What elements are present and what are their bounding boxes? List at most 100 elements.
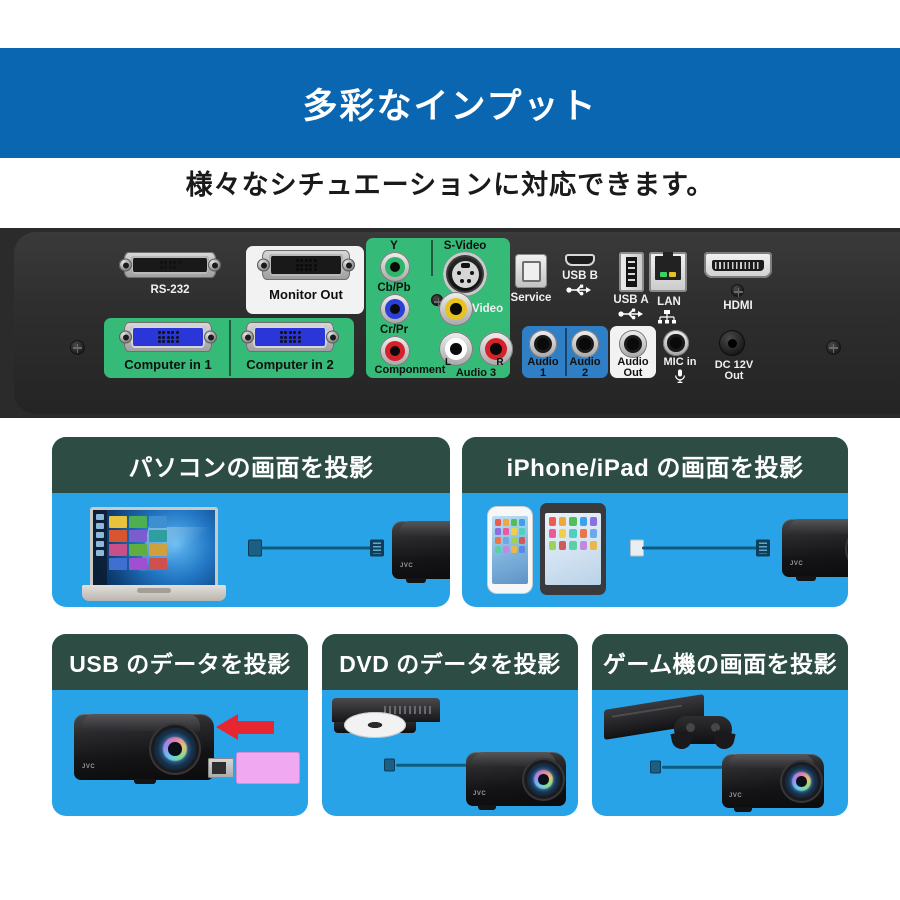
label-usb-a: USB A bbox=[613, 294, 649, 306]
game-controller bbox=[674, 716, 732, 744]
card-iphone-body: JVC bbox=[462, 493, 848, 607]
label-monitor-out: Monitor Out bbox=[269, 287, 343, 302]
card-usb[interactable]: USB のデータを投影 JVC bbox=[52, 634, 308, 816]
panel-face: RS-232 Monitor Out bbox=[14, 232, 900, 414]
screw-ear-icon bbox=[119, 258, 132, 272]
rs232-connector bbox=[119, 252, 221, 278]
audio3-l-jack bbox=[439, 332, 473, 366]
page-title: 多彩なインプット bbox=[302, 86, 598, 126]
audio-2-jack bbox=[571, 330, 599, 358]
card-dvd-body: JVC bbox=[322, 690, 578, 816]
label-audio3-r: R bbox=[496, 357, 504, 368]
card-iphone[interactable]: iPhone/iPad の画面を投影 bbox=[462, 437, 848, 607]
component-y-jack bbox=[380, 252, 410, 282]
dvd-disc bbox=[344, 712, 406, 738]
card-game-header: ゲーム機の画面を投影 bbox=[592, 634, 848, 690]
network-icon bbox=[658, 310, 676, 324]
monitor-out-connector bbox=[257, 250, 355, 280]
dvd-player-illustration bbox=[332, 698, 440, 740]
computer-in-2-connector bbox=[241, 322, 339, 352]
label-component-y: Y bbox=[390, 240, 398, 252]
screw-ear-icon bbox=[119, 330, 132, 344]
card-game-title: ゲーム機の画面を投影 bbox=[602, 651, 838, 677]
panel-screw-hdmi bbox=[731, 284, 744, 297]
label-audio-out-line1: Audio bbox=[617, 356, 649, 368]
computer-in-divider bbox=[229, 320, 231, 376]
usb-a-port bbox=[619, 252, 644, 292]
label-lan: LAN bbox=[657, 296, 681, 308]
card-dvd-header: DVD のデータを投影 bbox=[322, 634, 578, 690]
header-banner: 多彩なインプット bbox=[0, 48, 900, 158]
label-s-video: S-Video bbox=[443, 240, 487, 252]
card-usb-body: JVC bbox=[52, 690, 308, 816]
cable-plug-left bbox=[384, 758, 395, 772]
dc-12v-out-jack bbox=[719, 330, 745, 356]
label-audio3-l: L bbox=[444, 357, 452, 368]
game-console-illustration bbox=[604, 694, 736, 750]
svideo-divider bbox=[431, 240, 433, 276]
audio-in-divider bbox=[565, 328, 567, 376]
label-usb-b: USB B bbox=[562, 270, 598, 282]
card-dvd[interactable]: DVD のデータを投影 JVC bbox=[322, 634, 578, 816]
hdmi-cable bbox=[248, 537, 384, 559]
screw-ear-icon bbox=[326, 330, 339, 344]
computer-in-1-connector bbox=[119, 322, 217, 352]
audio3-r-jack bbox=[479, 332, 513, 366]
connector-panel: RS-232 Monitor Out bbox=[0, 228, 900, 418]
projector-illustration: JVC bbox=[466, 752, 566, 810]
laptop-illustration bbox=[82, 507, 226, 603]
card-pc[interactable]: パソコンの画面を投影 bbox=[52, 437, 450, 607]
lan-port bbox=[649, 252, 687, 292]
label-computer-in-2: Computer in 2 bbox=[246, 357, 334, 372]
label-audio-1-line1: Audio bbox=[527, 356, 559, 368]
label-dc-line1: DC 12V bbox=[714, 359, 754, 371]
usb-flash-drive bbox=[208, 752, 300, 786]
card-iphone-title: iPhone/iPad の画面を投影 bbox=[506, 454, 804, 482]
label-dc-line2: Out bbox=[724, 370, 744, 382]
label-rs232: RS-232 bbox=[150, 284, 190, 296]
label-audio-out-line2: Out bbox=[623, 367, 643, 379]
video-jack bbox=[439, 292, 473, 326]
card-game[interactable]: ゲーム機の画面を投影 JVC bbox=[592, 634, 848, 816]
service-port bbox=[515, 254, 547, 288]
screw-ear-icon bbox=[257, 258, 270, 272]
label-audio-1-line2: 1 bbox=[539, 367, 547, 379]
usb-trident-icon bbox=[566, 284, 591, 296]
component-cr-jack bbox=[380, 336, 410, 366]
card-iphone-header: iPhone/iPad の画面を投影 bbox=[462, 437, 848, 493]
card-pc-title: パソコンの画面を投影 bbox=[128, 454, 374, 482]
cable-plug-left bbox=[248, 539, 262, 557]
card-usb-header: USB のデータを投影 bbox=[52, 634, 308, 690]
page-subtitle: 様々なシチュエーションに対応できます。 bbox=[185, 170, 715, 200]
label-audio-2-line2: 2 bbox=[581, 367, 589, 379]
usb-trident-icon bbox=[618, 308, 643, 320]
label-component: Componment bbox=[374, 364, 446, 376]
panel-screw-right bbox=[826, 340, 841, 355]
screw-ear-icon bbox=[204, 330, 217, 344]
card-game-body: JVC bbox=[592, 690, 848, 816]
mic-in-jack bbox=[663, 330, 689, 356]
projector-illustration: JVC bbox=[722, 754, 824, 812]
label-audio-2-line1: Audio bbox=[569, 356, 601, 368]
label-component-cr: Cr/Pr bbox=[379, 324, 409, 336]
projector-illustration: JVC bbox=[74, 714, 214, 784]
projector-lens bbox=[785, 765, 818, 798]
component-cb-jack bbox=[380, 294, 410, 324]
projector-illustration: JVC bbox=[782, 519, 848, 581]
label-service: Service bbox=[510, 292, 552, 304]
s-video-jack bbox=[443, 252, 487, 296]
panel-screw-left bbox=[70, 340, 85, 355]
label-video: Video bbox=[472, 303, 504, 315]
insert-arrow-icon bbox=[216, 714, 274, 742]
cable-plug-right bbox=[370, 539, 384, 557]
label-computer-in-1: Computer in 1 bbox=[124, 357, 212, 372]
projector-lens bbox=[527, 763, 560, 796]
screw-ear-icon bbox=[241, 330, 254, 344]
screw-ear-icon bbox=[208, 258, 221, 272]
label-component-cb: Cb/Pb bbox=[377, 282, 411, 294]
cable-plug-left bbox=[650, 760, 661, 774]
microphone-icon bbox=[675, 369, 685, 383]
cable-plug-right bbox=[756, 539, 770, 557]
projector-lens bbox=[154, 728, 196, 770]
